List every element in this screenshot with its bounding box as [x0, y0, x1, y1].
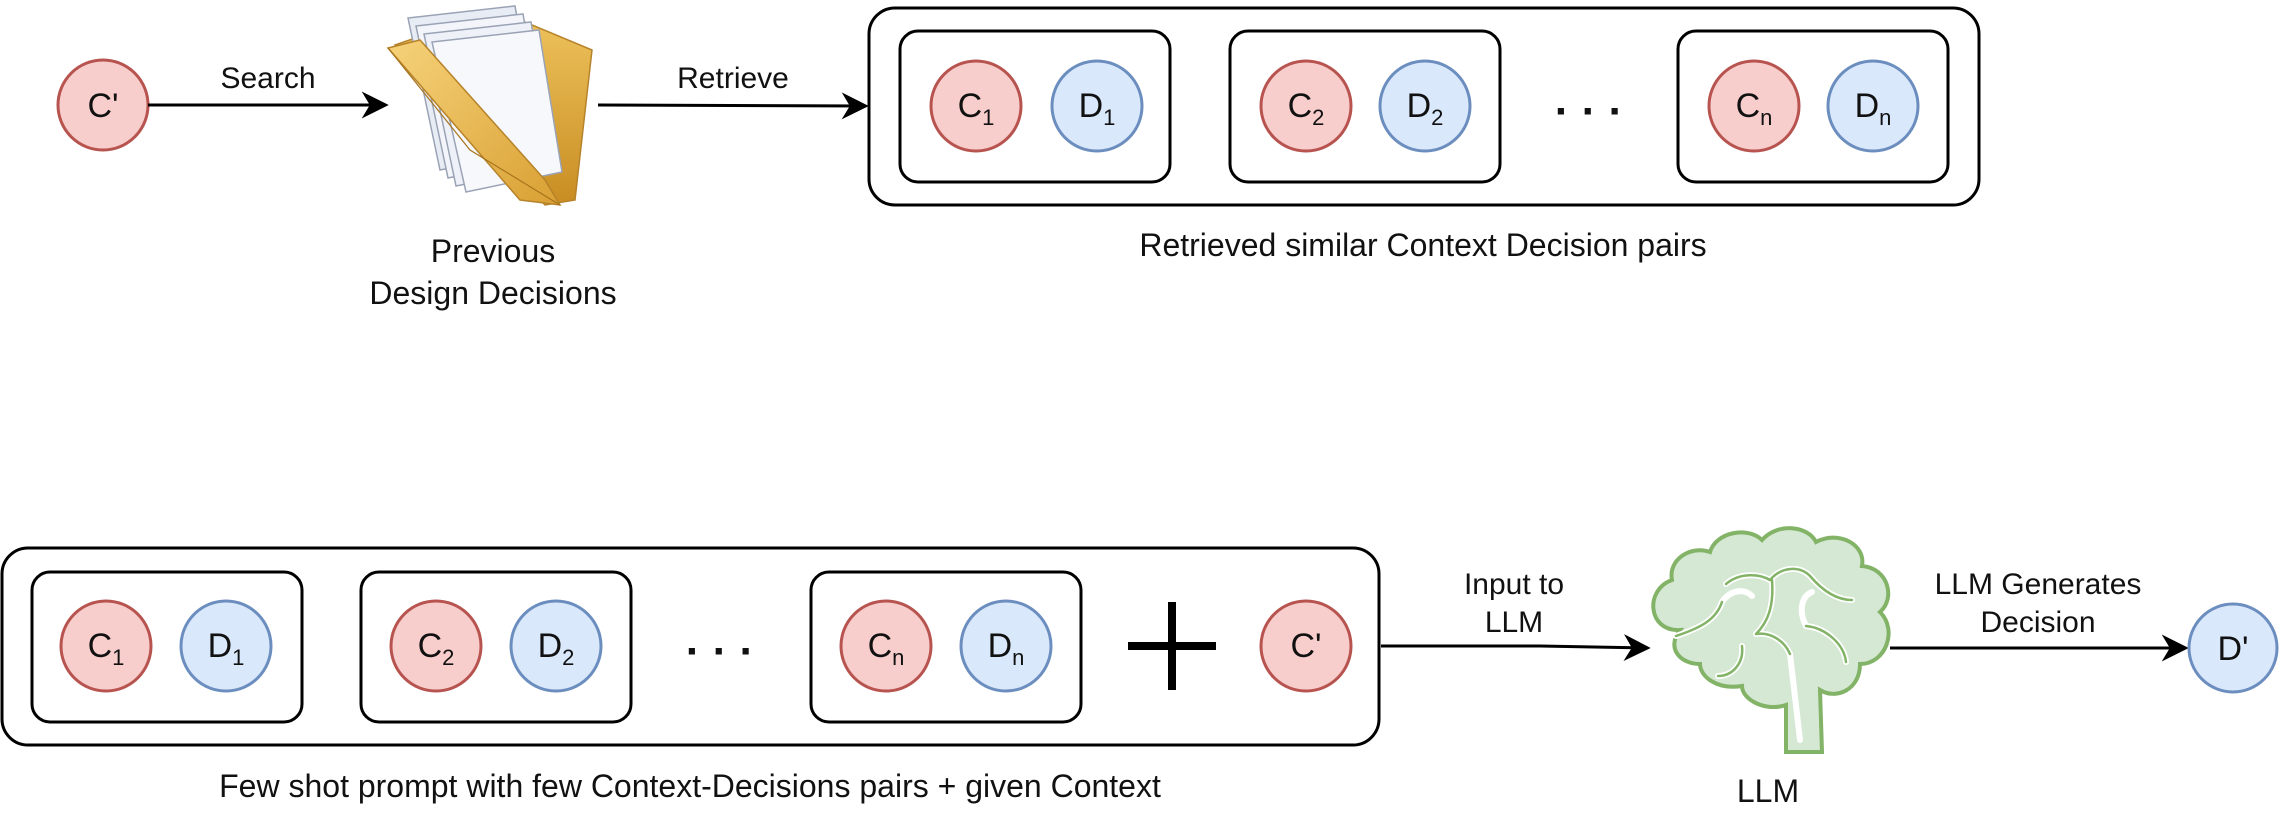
few-shot-caption: Few shot prompt with few Context-Decisio…	[219, 768, 1161, 804]
top-pair-1-context: C1	[958, 87, 995, 130]
bottom-pair-n-decision: Dn	[988, 627, 1025, 670]
input-label-line1: Input to	[1464, 568, 1564, 601]
generates-label-line1: LLM Generates	[1935, 568, 2142, 601]
search-label: Search	[220, 62, 315, 95]
bottom-pair-2-decision: D2	[538, 627, 575, 670]
top-ellipsis: · · ·	[1555, 87, 1623, 136]
output-decision-label: D'	[2217, 630, 2248, 668]
bottom-pair-2-context: C2	[418, 627, 455, 670]
top-query-node: C'	[56, 58, 150, 152]
top-pair-2-context: C2	[1288, 87, 1325, 130]
input-arrow	[1381, 634, 1651, 662]
top-pair-n-decision: Dn	[1855, 87, 1892, 130]
bottom-pair-2: C2 D2	[359, 570, 633, 724]
top-pair-n: Cn Dn	[1676, 29, 1950, 184]
bottom-ellipsis: · · ·	[686, 627, 754, 676]
input-label-line2: LLM	[1485, 606, 1543, 639]
bottom-pair-1-context: C1	[88, 627, 125, 670]
retrieved-caption: Retrieved similar Context Decision pairs	[1139, 227, 1706, 263]
retrieve-arrow	[597, 92, 869, 120]
top-pair-2-decision: D2	[1407, 87, 1444, 130]
top-pair-1: C1 D1	[898, 29, 1172, 184]
llm-label: LLM	[1737, 773, 1799, 809]
bottom-pair-1: C1 D1	[30, 570, 304, 724]
plus-sign	[1128, 602, 1216, 690]
folder-label-line1: Previous	[431, 233, 556, 269]
top-pair-1-decision: D1	[1079, 87, 1116, 130]
retrieve-label: Retrieve	[677, 62, 789, 95]
bottom-pair-n: Cn Dn	[809, 570, 1083, 724]
output-decision-node: D'	[2187, 602, 2279, 694]
top-pair-n-context: Cn	[1736, 87, 1773, 130]
folder-icon	[386, 5, 593, 206]
generates-label-line2: Decision	[1980, 606, 2095, 639]
top-query-node-label: C'	[87, 87, 118, 125]
bottom-pair-n-context: Cn	[868, 627, 905, 670]
top-pair-2: C2 D2	[1228, 29, 1502, 184]
bottom-pair-1-decision: D1	[208, 627, 245, 670]
bottom-query-node: C'	[1259, 599, 1353, 693]
bottom-query-node-label: C'	[1290, 627, 1321, 665]
folder-label-line2: Design Decisions	[369, 275, 616, 311]
brain-icon	[1651, 526, 1891, 754]
